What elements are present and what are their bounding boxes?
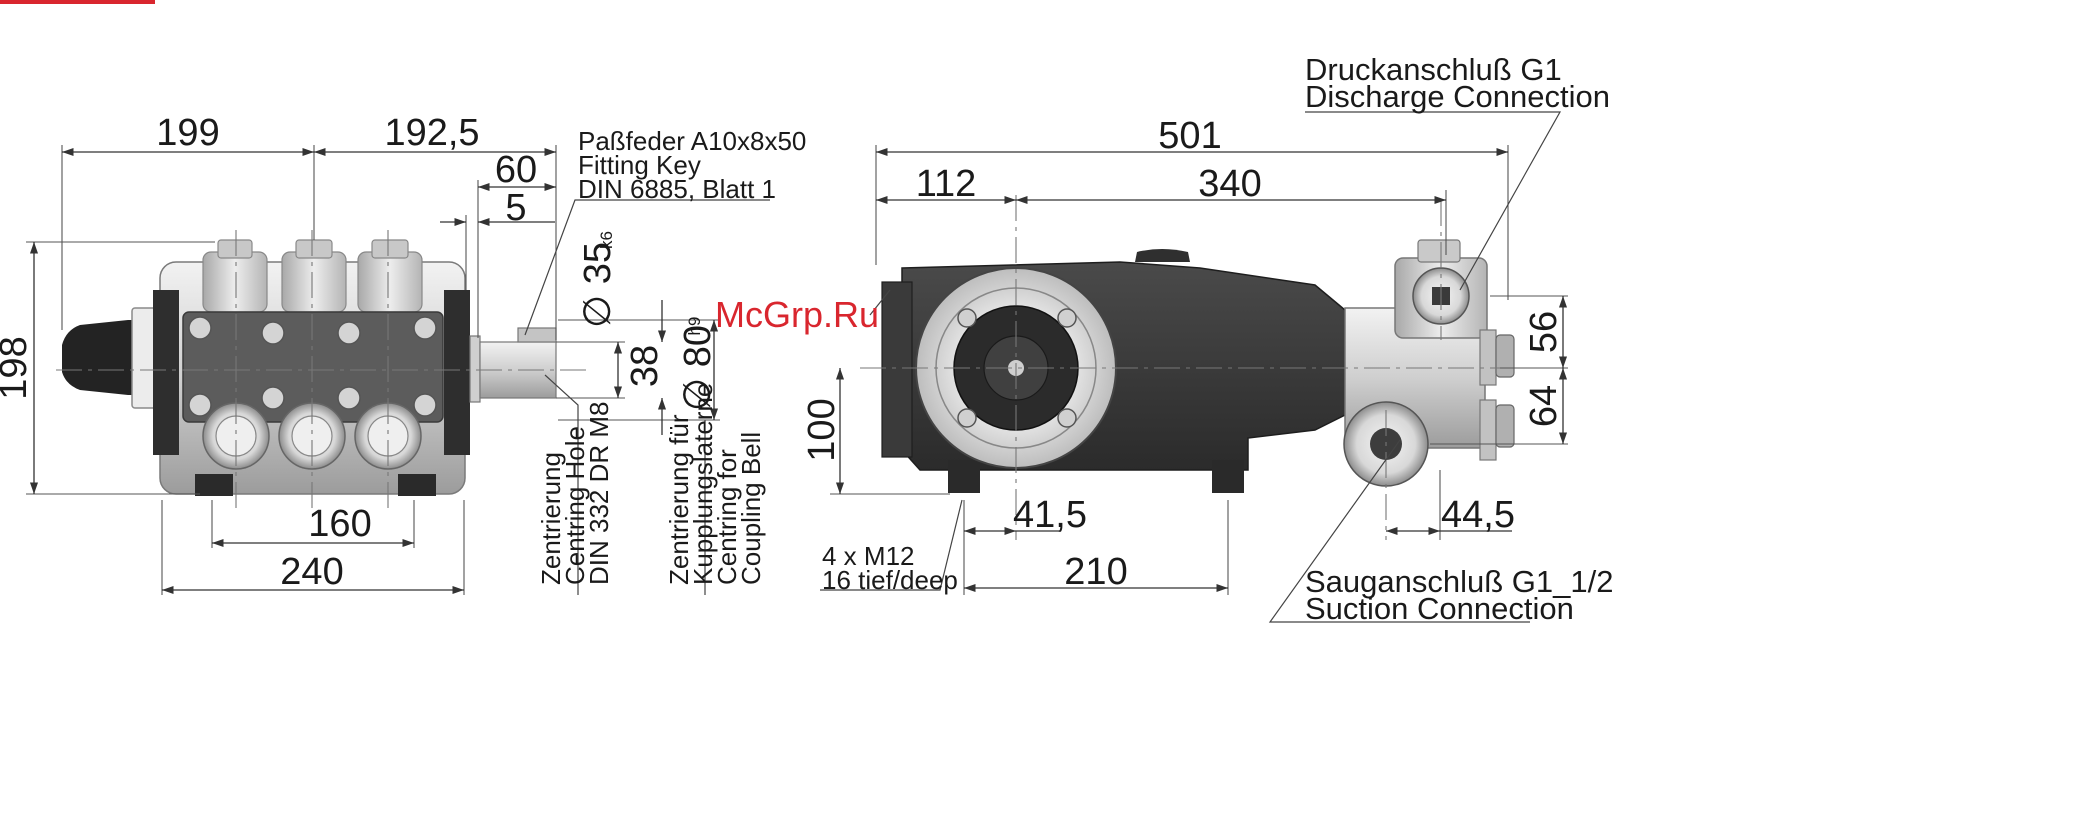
dim-dia-35-tolerance: k6 xyxy=(597,231,616,249)
discharge-connection-note: Druckanschluß G1 Discharge Connection xyxy=(1305,52,1610,114)
dim-38: 38 xyxy=(624,345,666,387)
mounting-holes-note: 4 x M12 16 tief/deep xyxy=(822,541,958,595)
dim-210: 210 xyxy=(1064,551,1127,593)
dim-44-5: 44,5 xyxy=(1441,494,1515,536)
oil-filler-cap xyxy=(1135,249,1190,262)
dim-340: 340 xyxy=(1198,163,1261,205)
dim-160: 160 xyxy=(308,503,371,545)
fitting-key-note: Paßfeder A10x8x50 Fitting Key DIN 6885, … xyxy=(578,126,814,204)
centring-hole-note: Zentrierung Centring Hole DIN 332 DR M8 xyxy=(536,402,614,586)
suction-connection-note: Sauganschluß G1_1/2 Suction Connection xyxy=(1305,564,1622,626)
side-plate-right xyxy=(444,290,470,455)
side-plate-left xyxy=(153,290,179,455)
bearing-cover xyxy=(131,307,157,409)
dim-240: 240 xyxy=(280,551,343,593)
dim-64: 64 xyxy=(1523,385,1565,427)
dim-5: 5 xyxy=(505,187,526,229)
shaft-collar xyxy=(469,335,481,403)
dim-60: 60 xyxy=(495,149,537,191)
rear-cover xyxy=(881,281,913,458)
dim-192-5: 192,5 xyxy=(384,112,479,154)
header-strip xyxy=(0,0,155,4)
dim-199: 199 xyxy=(156,112,219,154)
dim-56: 56 xyxy=(1523,311,1565,353)
foot-left xyxy=(195,474,233,496)
dim-dia-80-tolerance: h9 xyxy=(685,317,704,336)
side-view: 501 112 340 56 64 100 41,5 44,5 210 Druc… xyxy=(801,52,1622,626)
dim-198: 198 xyxy=(0,336,35,399)
suction-ports xyxy=(202,402,422,470)
fitting-key xyxy=(517,327,557,343)
oil-cap xyxy=(62,320,135,395)
front-view: 199 192,5 60 5 160 240 198 38 ∅ 35 k6 ∅ … xyxy=(0,112,814,595)
dim-100: 100 xyxy=(801,398,843,461)
foot-rear xyxy=(1212,460,1244,493)
dim-dia-80: ∅ 80 xyxy=(677,325,719,411)
foot-right xyxy=(398,474,436,496)
valve-towers xyxy=(202,239,423,313)
dim-41-5: 41,5 xyxy=(1013,494,1087,536)
foot-front xyxy=(948,460,980,493)
watermark: McGrp.Ru xyxy=(715,294,879,335)
dim-dia-35: ∅ 35 xyxy=(577,242,619,328)
manifold-bolts xyxy=(188,316,437,417)
dim-501: 501 xyxy=(1158,115,1221,157)
dim-112: 112 xyxy=(916,163,977,205)
coupling-bell-note: Zentrierung für Kupplungslaterne Centrin… xyxy=(664,375,766,585)
